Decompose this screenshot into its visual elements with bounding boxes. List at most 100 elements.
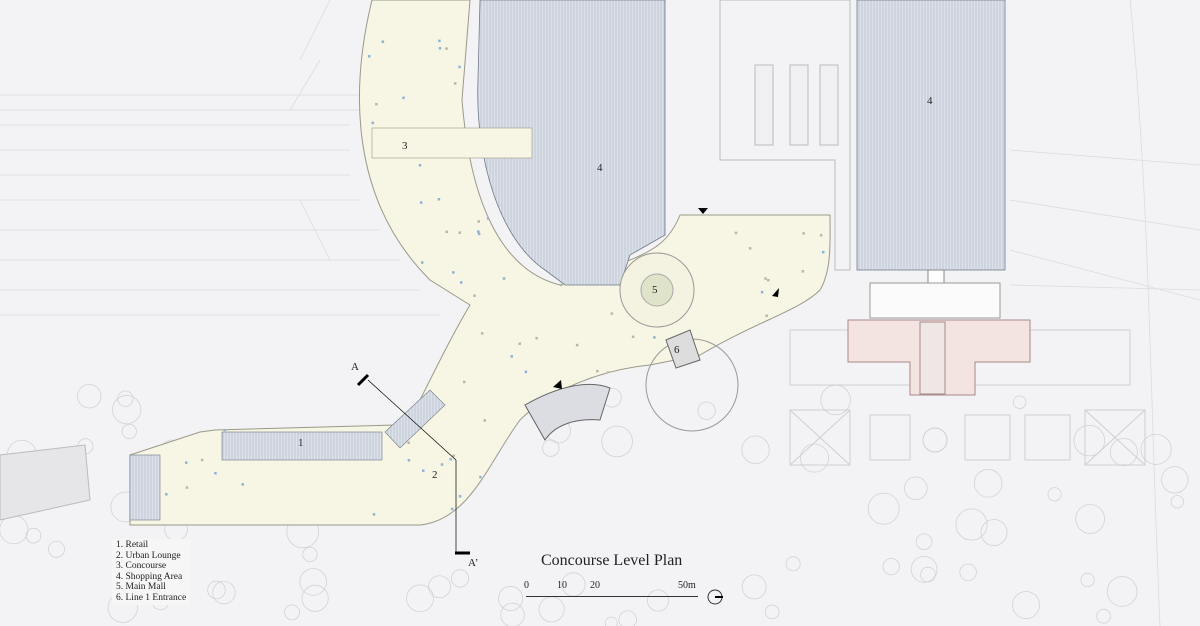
- furniture-dot: [228, 155, 231, 159]
- furniture-dot: [132, 106, 135, 110]
- furniture-dot: [792, 421, 795, 424]
- tree-icon: [121, 423, 137, 440]
- furniture-dot: [529, 479, 532, 483]
- furniture-dot: [230, 77, 234, 80]
- furniture-dot: [420, 261, 424, 264]
- furniture-dot: [132, 325, 136, 328]
- tree-icon: [1161, 466, 1189, 494]
- furniture-dot: [191, 160, 195, 163]
- tree-icon: [1106, 576, 1138, 607]
- furniture-dot: [361, 14, 364, 17]
- legend-item: 5. Main Mall: [116, 582, 166, 593]
- section-mark-a-prime: A’: [468, 557, 479, 569]
- scale-tick: 50m: [678, 580, 696, 591]
- furniture-dot: [794, 0, 798, 4]
- furniture-dot: [223, 428, 227, 432]
- tree-icon: [1012, 591, 1040, 619]
- furniture-dot: [489, 475, 492, 478]
- furniture-dot: [142, 95, 146, 99]
- furniture-dot: [208, 172, 212, 175]
- furniture-dot: [657, 485, 661, 488]
- furniture-dot: [169, 134, 173, 138]
- scale-tick: 0: [524, 580, 529, 591]
- furniture-dot: [822, 333, 826, 336]
- furniture-dot: [438, 46, 442, 50]
- furniture-dot: [219, 382, 222, 385]
- furniture-dot: [681, 520, 684, 523]
- tree-icon: [301, 584, 329, 612]
- furniture-dot: [262, 220, 265, 223]
- furniture-dot: [197, 334, 200, 337]
- furniture-dot: [766, 278, 770, 282]
- furniture-dot: [166, 193, 169, 197]
- tree-icon: [450, 569, 470, 588]
- furniture-dot: [750, 497, 754, 501]
- furniture-dot: [300, 26, 304, 30]
- furniture-dot: [364, 292, 368, 295]
- furniture-dot: [247, 1, 250, 5]
- furniture-dot: [486, 217, 490, 220]
- furniture-dot: [292, 388, 296, 391]
- furniture-dot: [294, 129, 297, 132]
- furniture-dot: [249, 417, 252, 421]
- furniture-dot: [631, 335, 635, 339]
- main-mall-planter: [640, 273, 674, 307]
- furniture-dot: [323, 185, 326, 188]
- heritage-hall: [919, 321, 946, 395]
- furniture-dot: [794, 312, 797, 316]
- furniture-dot: [374, 273, 378, 277]
- furniture-dot: [445, 230, 449, 234]
- furniture-dot: [458, 65, 461, 69]
- tree-icon: [973, 469, 1003, 498]
- furniture-dot: [483, 419, 487, 422]
- scale-bar: 0 10 20 50m: [520, 580, 723, 605]
- furniture-dot: [655, 438, 658, 441]
- label-urban-lounge: 2: [432, 469, 438, 481]
- legend-item: 4. Shopping Area: [116, 571, 183, 582]
- concourse-bridge: [371, 127, 533, 159]
- furniture-dot: [764, 362, 767, 366]
- furniture-dot: [449, 457, 452, 461]
- furniture-dot: [214, 471, 217, 475]
- furniture-dot: [294, 352, 298, 356]
- furniture-dot: [187, 11, 190, 14]
- north-arrow-icon: [707, 589, 723, 605]
- tree-icon: [1109, 438, 1138, 466]
- furniture-dot: [438, 39, 441, 43]
- furniture-dot: [193, 272, 196, 276]
- furniture-dot: [806, 419, 809, 422]
- furniture-dot: [781, 334, 784, 338]
- furniture-dot: [510, 355, 513, 358]
- tree-icon: [785, 556, 801, 572]
- furniture-dot: [252, 353, 256, 357]
- furniture-dot: [295, 390, 299, 393]
- furniture-dot: [664, 417, 667, 421]
- furniture-dot: [711, 88, 714, 92]
- furniture-dot: [477, 230, 480, 233]
- furniture-dot: [378, 345, 381, 349]
- tree-icon: [1047, 487, 1062, 502]
- tree-icon: [117, 390, 134, 407]
- furniture-dot: [760, 55, 763, 58]
- tree-icon: [741, 435, 770, 464]
- tree-icon: [500, 602, 525, 626]
- furniture-dot: [474, 120, 477, 124]
- furniture-dot: [346, 323, 350, 326]
- legend-item: 6. Line 1 Entrance: [116, 592, 187, 603]
- furniture-dot: [801, 270, 805, 273]
- furniture-dot: [367, 55, 371, 58]
- furniture-dot: [342, 15, 346, 18]
- furniture-dot: [288, 296, 292, 300]
- annex-building: [869, 282, 1001, 319]
- furniture-dot: [419, 201, 423, 204]
- furniture-dot: [681, 480, 684, 483]
- furniture-dot: [592, 456, 595, 460]
- furniture-dot: [407, 441, 410, 445]
- furniture-dot: [421, 469, 425, 472]
- retail-units: [129, 389, 446, 521]
- furniture-dot: [146, 169, 150, 173]
- furniture-dot: [132, 119, 135, 122]
- furniture-dot: [459, 281, 463, 284]
